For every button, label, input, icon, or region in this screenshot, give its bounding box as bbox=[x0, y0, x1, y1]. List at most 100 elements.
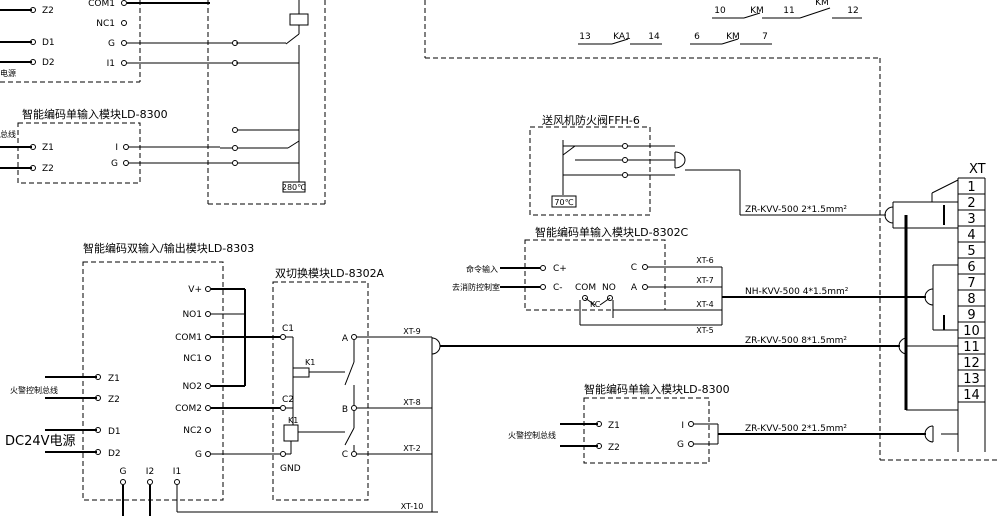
m8303-no1: NO1 bbox=[182, 310, 202, 320]
top-left-block: Z2 D1 D2 电源 COM1 NC1 G I1 bbox=[0, 0, 232, 83]
xt-terminal-number: 7 bbox=[967, 276, 975, 291]
m8300-bot-z2: Z2 bbox=[608, 443, 620, 453]
module-8303: 智能编码双输入/输出模块LD-8303 V+ NO1 COM1 NC1 NO2 … bbox=[5, 241, 438, 516]
xt-terminal-number: 5 bbox=[967, 244, 975, 259]
m8303-g: G bbox=[195, 450, 202, 460]
m8303-bot-g: G bbox=[120, 467, 127, 477]
m8303-d1: D1 bbox=[108, 427, 121, 437]
xt2-label: XT-2 bbox=[403, 444, 420, 453]
tl-term-d1: D1 bbox=[42, 38, 55, 48]
module-8300-bottom: 智能编码单输入模块LD-8300 火警控制总线 Z1 Z2 I G ZR-KVV… bbox=[508, 382, 934, 464]
m8300-top-bus: 总线 bbox=[0, 129, 16, 139]
xt-terminal-number: 6 bbox=[967, 260, 975, 275]
top-relay-box: 280℃ bbox=[207, 0, 326, 205]
tr-n11: 11 bbox=[783, 6, 794, 16]
module-8302a: 双切换模块LD-8302A C1 C2 GND K1 K1 A B C XT-9… bbox=[272, 266, 441, 512]
xt-terminal-number: 14 bbox=[963, 388, 980, 403]
m8303-com1: COM1 bbox=[175, 333, 202, 343]
tr-n6: 6 bbox=[694, 32, 700, 42]
m8300-top-title: 智能编码单输入模块LD-8300 bbox=[22, 107, 168, 121]
xt-terminal-number: 3 bbox=[967, 212, 975, 227]
m8302a-k1b: K1 bbox=[288, 416, 298, 425]
xt7-label: XT-7 bbox=[696, 276, 713, 285]
m8303-bot-i1: I1 bbox=[173, 467, 181, 477]
m8303-dc: DC24V电源 bbox=[5, 434, 76, 449]
m8302c-title: 智能编码单输入模块LD-8302C bbox=[535, 225, 689, 239]
m8303-z2: Z2 bbox=[108, 395, 120, 405]
m8303-nc1: NC1 bbox=[183, 354, 202, 364]
xt8-label: XT-8 bbox=[403, 398, 420, 407]
cable-2-label: NH-KVV-500 4*1.5mm² bbox=[745, 287, 849, 297]
tl-term-i1: I1 bbox=[107, 59, 115, 69]
m8303-com2: COM2 bbox=[175, 404, 202, 414]
temp-70-label: 70℃ bbox=[554, 198, 573, 207]
xt5-label: XT-5 bbox=[696, 326, 713, 335]
tr-n14: 14 bbox=[648, 32, 660, 42]
m8300-bot-title: 智能编码单输入模块LD-8300 bbox=[584, 382, 730, 396]
xt4-label: XT-4 bbox=[696, 300, 713, 309]
m8303-z1: Z1 bbox=[108, 374, 120, 384]
m8303-no2: NO2 bbox=[182, 382, 202, 392]
tr-km2: KM bbox=[815, 0, 829, 8]
relay-k1-coil-2 bbox=[283, 424, 299, 442]
tr-n13: 13 bbox=[579, 32, 590, 42]
m8303-d2: D2 bbox=[108, 449, 121, 459]
m8300-top-z1: Z1 bbox=[42, 143, 54, 153]
tl-caption: 电源 bbox=[0, 68, 16, 78]
m8300-bot-bus: 火警控制总线 bbox=[508, 430, 556, 440]
xt-terminal-number: 10 bbox=[963, 324, 980, 339]
tl-term-com1: COM1 bbox=[88, 0, 115, 9]
m8302a-a: A bbox=[342, 334, 349, 344]
m8303-title: 智能编码双输入/输出模块LD-8303 bbox=[83, 241, 254, 255]
m8303-vplus: V+ bbox=[188, 285, 202, 295]
xt-title: XT bbox=[969, 162, 986, 177]
xt-terminal-number: 13 bbox=[963, 372, 980, 387]
m8302c-in2: 去消防控制室 bbox=[452, 282, 500, 292]
m8302c-kc: KC bbox=[590, 300, 601, 309]
m8300-bot-i: I bbox=[681, 421, 684, 431]
module-8300-top: 智能编码单输入模块LD-8300 总线 Z1 Z2 I G bbox=[0, 107, 220, 184]
top-right-contacts: 10 KM 11 KM 12 13 KA1 14 6 KM 7 bbox=[424, 0, 1000, 461]
ffh-title: 送风机防火阀FFH-6 bbox=[542, 113, 640, 127]
xt9-label: XT-9 bbox=[403, 327, 420, 336]
relay-coil bbox=[289, 13, 309, 26]
temp-70-box bbox=[551, 195, 577, 208]
cable-1: ZR-KVV-500 2*1.5mm² bbox=[740, 205, 894, 224]
tr-km3: KM bbox=[726, 32, 740, 42]
tl-term-nc1: NC1 bbox=[96, 19, 115, 29]
cable-3-label: ZR-KVV-500 8*1.5mm² bbox=[745, 336, 847, 346]
m8302c-cplus: C+ bbox=[553, 264, 567, 274]
tr-n12: 12 bbox=[847, 6, 858, 16]
m8300-top-z2: Z2 bbox=[42, 164, 54, 174]
m8302a-b: B bbox=[342, 405, 348, 415]
xt-terminal-number: 9 bbox=[967, 308, 975, 323]
xt-terminal-number: 12 bbox=[963, 356, 980, 371]
m8302a-k1a: K1 bbox=[305, 358, 315, 367]
xt-terminal-number: 8 bbox=[967, 292, 975, 307]
xt-terminal-number: 2 bbox=[967, 196, 975, 211]
m8302a-c: C bbox=[342, 450, 348, 460]
m8302c-c: C bbox=[631, 263, 637, 273]
m8302c-in1: 命令输入 bbox=[466, 264, 498, 274]
module-8302c: 智能编码单输入模块LD-8302C 命令输入 去消防控制室 C+ C- COM … bbox=[452, 225, 934, 335]
m8302c-a: A bbox=[631, 283, 638, 293]
m8300-top-i: I bbox=[115, 143, 118, 153]
m8303-bot-i2: I2 bbox=[146, 467, 154, 477]
cable-4-label: ZR-KVV-500 2*1.5mm² bbox=[745, 424, 847, 434]
tl-term-z2: Z2 bbox=[42, 6, 54, 16]
tr-n10: 10 bbox=[714, 6, 726, 16]
m8302c-com: COM bbox=[575, 283, 596, 293]
m8300-bot-z1: Z1 bbox=[608, 421, 620, 431]
m8302a-gnd: GND bbox=[280, 464, 301, 474]
tl-term-g: G bbox=[108, 39, 115, 49]
tr-ka1: KA1 bbox=[613, 32, 631, 42]
m8300-bot-g: G bbox=[677, 440, 684, 450]
m8302a-title: 双切换模块LD-8302A bbox=[275, 266, 385, 280]
tr-km1: KM bbox=[750, 6, 764, 16]
temp-280-box bbox=[282, 181, 306, 193]
m8302a-c2: C2 bbox=[282, 395, 294, 405]
m8303-nc2: NC2 bbox=[183, 426, 202, 436]
m8303-fire-bus: 火警控制总线 bbox=[10, 385, 58, 395]
